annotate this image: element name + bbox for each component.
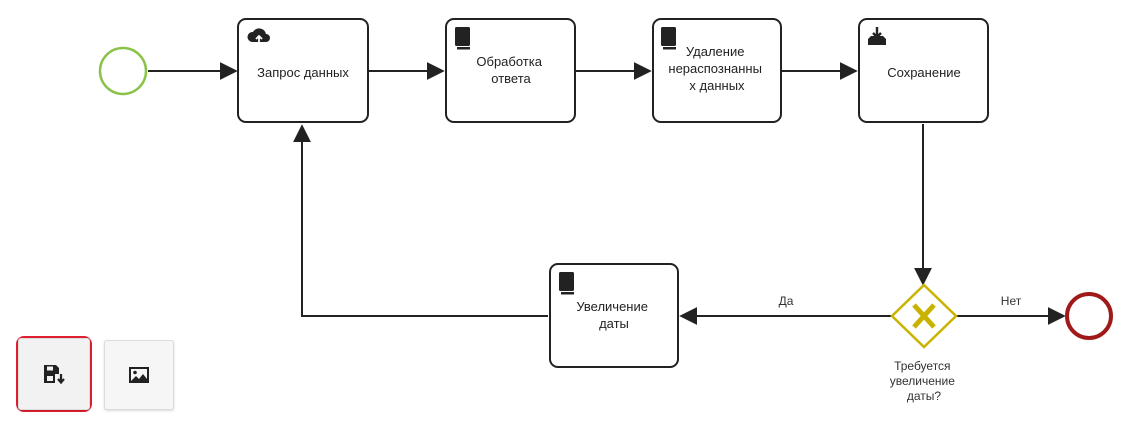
image-button[interactable] [104,340,174,410]
task-label: Удаление [686,44,745,59]
task-label: ответа [491,71,531,86]
gateway-date-increase[interactable] [890,283,958,349]
save-icon [44,365,65,385]
x-icon [912,303,936,329]
book-icon [661,27,676,50]
gateway-label: даты? [907,389,942,403]
task-label: Увеличение [576,299,648,314]
svg-text:Удаление нераспознанны: Удаление нераспознанны х данных [668,44,765,93]
svg-text:Запрос данных: Запрос данных [257,65,349,80]
task-increase-date[interactable]: Увеличение даты [549,263,679,368]
task-request-data[interactable]: Запрос данных [237,18,369,123]
svg-text:Обработка ответа: Обработка ответа [476,54,545,86]
gateway-label: увеличение [890,374,955,388]
task-label: Обработка [476,54,542,69]
download-tray-icon [868,27,886,45]
image-icon [129,367,149,383]
connectors [148,62,1066,325]
edge-label-no: Нет [1001,294,1022,308]
start-event[interactable] [98,46,148,96]
task-label: х данных [689,78,745,93]
cloud-upload-icon [247,28,270,43]
edge-label-yes: Да [779,294,794,308]
flow-increase-request[interactable] [293,124,548,317]
svg-text:Увеличение даты: Увеличение даты [576,299,651,331]
book-icon [559,272,574,295]
save-button[interactable] [18,338,90,410]
task-save[interactable]: Сохранение [858,18,989,123]
task-label: Сохранение [887,65,961,80]
svg-text:Требуется увеличение д: Требуется увеличение даты? [890,359,959,403]
task-label: нераспознанны [668,61,762,76]
task-label: даты [599,316,629,331]
end-event[interactable] [1065,292,1113,340]
task-remove-unrecognized[interactable]: Удаление нераспознанны х данных [652,18,782,123]
task-label: Запрос данных [257,65,349,80]
task-process-response[interactable]: Обработка ответа [445,18,576,123]
svg-text:Сохранение: Сохранение [887,65,961,80]
book-icon [455,27,470,50]
gateway-label: Требуется [894,359,950,373]
